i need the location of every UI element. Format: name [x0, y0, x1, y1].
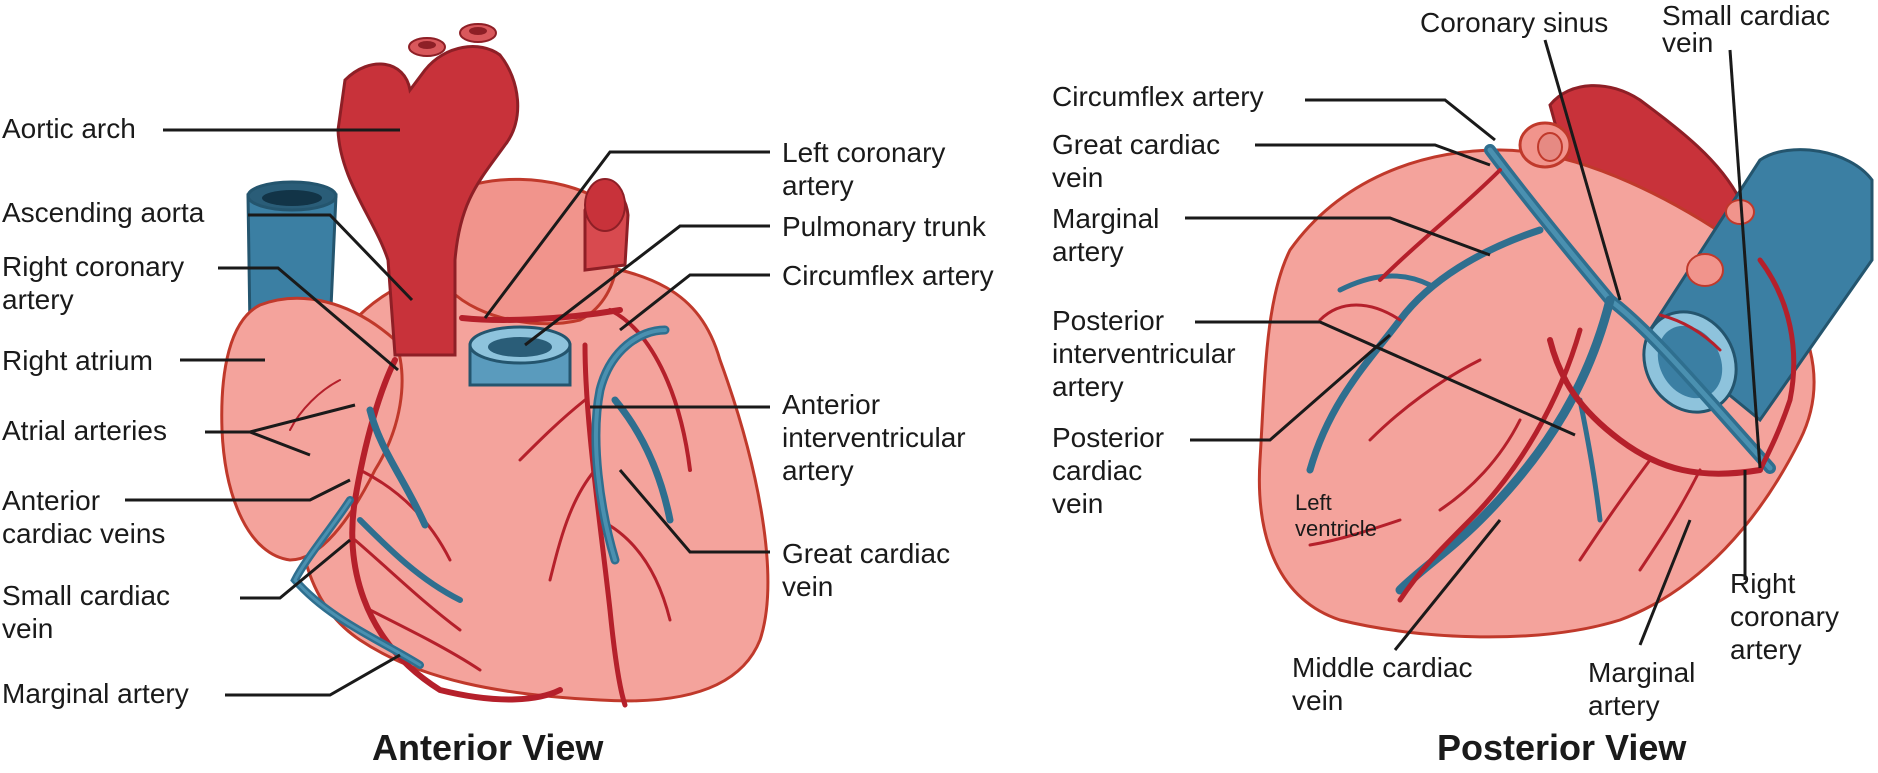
label-marginal-artery-left-line1: Marginal — [1052, 203, 1159, 234]
label-aortic-arch: Aortic arch — [2, 113, 136, 144]
label-marginal-artery-bottom-line1: Marginal — [1588, 657, 1695, 688]
anterior-heart-illustration — [220, 23, 770, 708]
anterior-leader-lines — [125, 128, 770, 697]
label-great-cardiac-vein-post-line1: Great cardiac — [1052, 129, 1220, 160]
posterior-leader-lines — [1185, 39, 1762, 651]
label-small-cardiac-vein-line2: vein — [2, 613, 53, 644]
label-right-coronary-artery-post-line2: coronary — [1730, 601, 1839, 632]
label-great-cardiac-vein-line1: Great cardiac — [782, 538, 950, 569]
label-middle-cardiac-vein-line1: Middle cardiac — [1292, 652, 1473, 683]
aorta — [336, 45, 520, 357]
label-left-ventricle-line1: Left — [1295, 490, 1332, 515]
label-anterior-cardiac-veins-line1: Anterior — [2, 485, 100, 516]
posterior-labels: Coronary sinus Small cardiac vein Circum… — [1052, 0, 1839, 768]
label-great-cardiac-vein-line2: vein — [782, 571, 833, 602]
label-ascending-aorta: Ascending aorta — [2, 197, 205, 228]
label-right-coronary-artery-line1: Right coronary — [2, 251, 184, 282]
label-great-cardiac-vein-post-line2: vein — [1052, 162, 1103, 193]
label-pulmonary-trunk: Pulmonary trunk — [782, 211, 987, 242]
label-posterior-cardiac-vein-line1: Posterior — [1052, 422, 1164, 453]
label-middle-cardiac-vein-line2: vein — [1292, 685, 1343, 716]
label-posterior-interventricular-artery-line2: interventricular — [1052, 338, 1236, 369]
label-anterior-interventricular-artery-line3: artery — [782, 455, 854, 486]
label-posterior-interventricular-artery-line3: artery — [1052, 371, 1124, 402]
label-marginal-artery-bottom-line2: artery — [1588, 690, 1660, 721]
label-anterior-cardiac-veins-line2: cardiac veins — [2, 518, 165, 549]
label-left-coronary-artery-line2: artery — [782, 170, 854, 201]
label-circumflex-artery-post: Circumflex artery — [1052, 81, 1264, 112]
label-left-ventricle-line2: ventricle — [1295, 516, 1377, 541]
label-right-atrium: Right atrium — [2, 345, 153, 376]
label-right-coronary-artery-line2: artery — [2, 284, 74, 315]
label-marginal-artery-left-line2: artery — [1052, 236, 1124, 267]
label-small-cardiac-vein-line1: Small cardiac — [2, 580, 170, 611]
label-right-coronary-artery-post-line1: Right — [1730, 568, 1796, 599]
label-posterior-interventricular-artery-line1: Posterior — [1052, 305, 1164, 336]
label-anterior-interventricular-artery-line2: interventricular — [782, 422, 966, 453]
label-left-coronary-artery-line1: Left coronary — [782, 137, 945, 168]
label-coronary-sinus: Coronary sinus — [1420, 7, 1608, 38]
label-posterior-cardiac-vein-line2: cardiac — [1052, 455, 1142, 486]
posterior-view-title: Posterior View — [1437, 727, 1687, 768]
label-circumflex-artery: Circumflex artery — [782, 260, 994, 291]
label-anterior-interventricular-artery-line1: Anterior — [782, 389, 880, 420]
posterior-heart-illustration — [1257, 84, 1874, 639]
label-right-coronary-artery-post-line3: artery — [1730, 634, 1802, 665]
label-small-cardiac-vein-post-line2: vein — [1662, 27, 1713, 58]
anterior-view-title: Anterior View — [372, 727, 604, 768]
label-marginal-artery: Marginal artery — [2, 678, 189, 709]
label-atrial-arteries: Atrial arteries — [2, 415, 167, 446]
anterior-labels: Aortic arch Ascending aorta Right corona… — [2, 113, 994, 768]
label-small-cardiac-vein-post-line1: Small cardiac — [1662, 0, 1830, 31]
label-posterior-cardiac-vein-line3: vein — [1052, 488, 1103, 519]
